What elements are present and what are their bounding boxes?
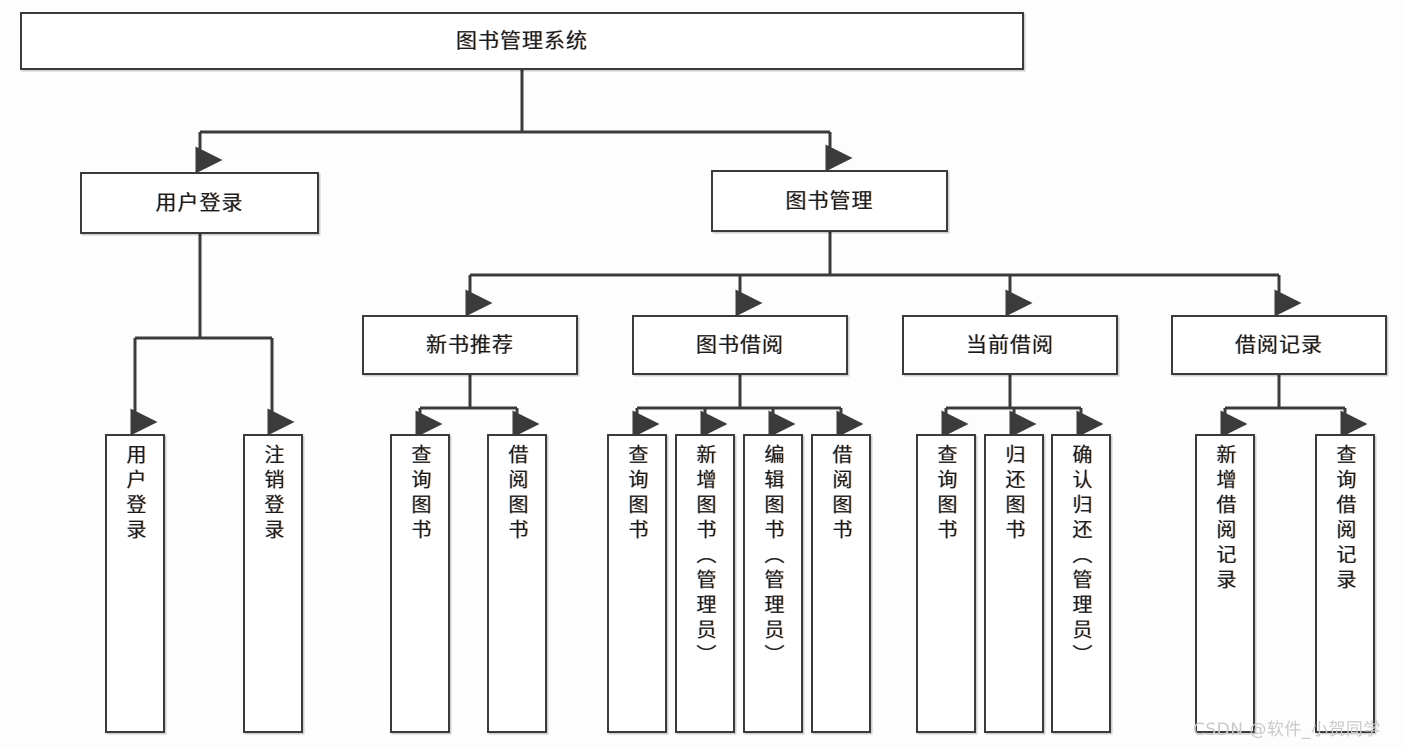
node-user-login[interactable]: 用户登录 bbox=[80, 172, 319, 234]
node-borrow-record[interactable]: 借阅记录 bbox=[1171, 315, 1387, 375]
node-label: 归还图书 bbox=[1002, 444, 1026, 544]
node-label: 借阅图书 bbox=[505, 444, 529, 544]
node-book-manage[interactable]: 图书管理 bbox=[711, 170, 948, 232]
node-label: 图书管理 bbox=[785, 188, 874, 213]
node-label: 注销登录 bbox=[261, 444, 285, 544]
leaf-user-logout[interactable]: 注销登录 bbox=[243, 434, 303, 733]
node-label: 图书借阅 bbox=[696, 332, 784, 357]
leaf-edit-book[interactable]: 编辑图书（管理员） bbox=[743, 434, 803, 733]
node-label: 用户登录 bbox=[123, 444, 147, 544]
node-root-system[interactable]: 图书管理系统 bbox=[20, 12, 1024, 70]
leaf-query-record[interactable]: 查询借阅记录 bbox=[1315, 434, 1375, 733]
node-label: 新增借阅记录 bbox=[1213, 444, 1237, 594]
node-label: 新增图书（管理员） bbox=[693, 444, 717, 669]
leaf-query-book-2[interactable]: 查询图书 bbox=[607, 434, 667, 733]
node-label: 图书管理系统 bbox=[456, 28, 588, 53]
leaf-borrow-book-1[interactable]: 借阅图书 bbox=[487, 434, 547, 733]
leaf-add-record[interactable]: 新增借阅记录 bbox=[1195, 434, 1255, 733]
node-label: 用户登录 bbox=[155, 190, 244, 215]
node-label: 查询图书 bbox=[408, 444, 432, 544]
node-label: 查询图书 bbox=[625, 444, 649, 544]
leaf-add-book[interactable]: 新增图书（管理员） bbox=[675, 434, 735, 733]
leaf-confirm-return[interactable]: 确认归还（管理员） bbox=[1051, 434, 1111, 733]
leaf-borrow-book-2[interactable]: 借阅图书 bbox=[811, 434, 871, 733]
node-label: 当前借阅 bbox=[966, 332, 1054, 357]
node-current-borrow[interactable]: 当前借阅 bbox=[902, 315, 1118, 375]
leaf-return-book[interactable]: 归还图书 bbox=[984, 434, 1044, 733]
node-label: 编辑图书（管理员） bbox=[761, 444, 785, 669]
node-label: 借阅记录 bbox=[1235, 332, 1323, 357]
node-label: 新书推荐 bbox=[426, 332, 514, 357]
node-label: 查询借阅记录 bbox=[1333, 444, 1357, 594]
node-label: 确认归还（管理员） bbox=[1069, 444, 1093, 669]
leaf-query-book-3[interactable]: 查询图书 bbox=[916, 434, 976, 733]
csdn-watermark: CSDN @软件_小贺同学 bbox=[1193, 720, 1381, 740]
node-label: 借阅图书 bbox=[829, 444, 853, 544]
leaf-user-login[interactable]: 用户登录 bbox=[105, 434, 165, 733]
node-label: 查询图书 bbox=[934, 444, 958, 544]
node-new-book-rec[interactable]: 新书推荐 bbox=[362, 315, 578, 375]
leaf-query-book-1[interactable]: 查询图书 bbox=[390, 434, 450, 733]
node-book-borrow[interactable]: 图书借阅 bbox=[632, 315, 848, 375]
